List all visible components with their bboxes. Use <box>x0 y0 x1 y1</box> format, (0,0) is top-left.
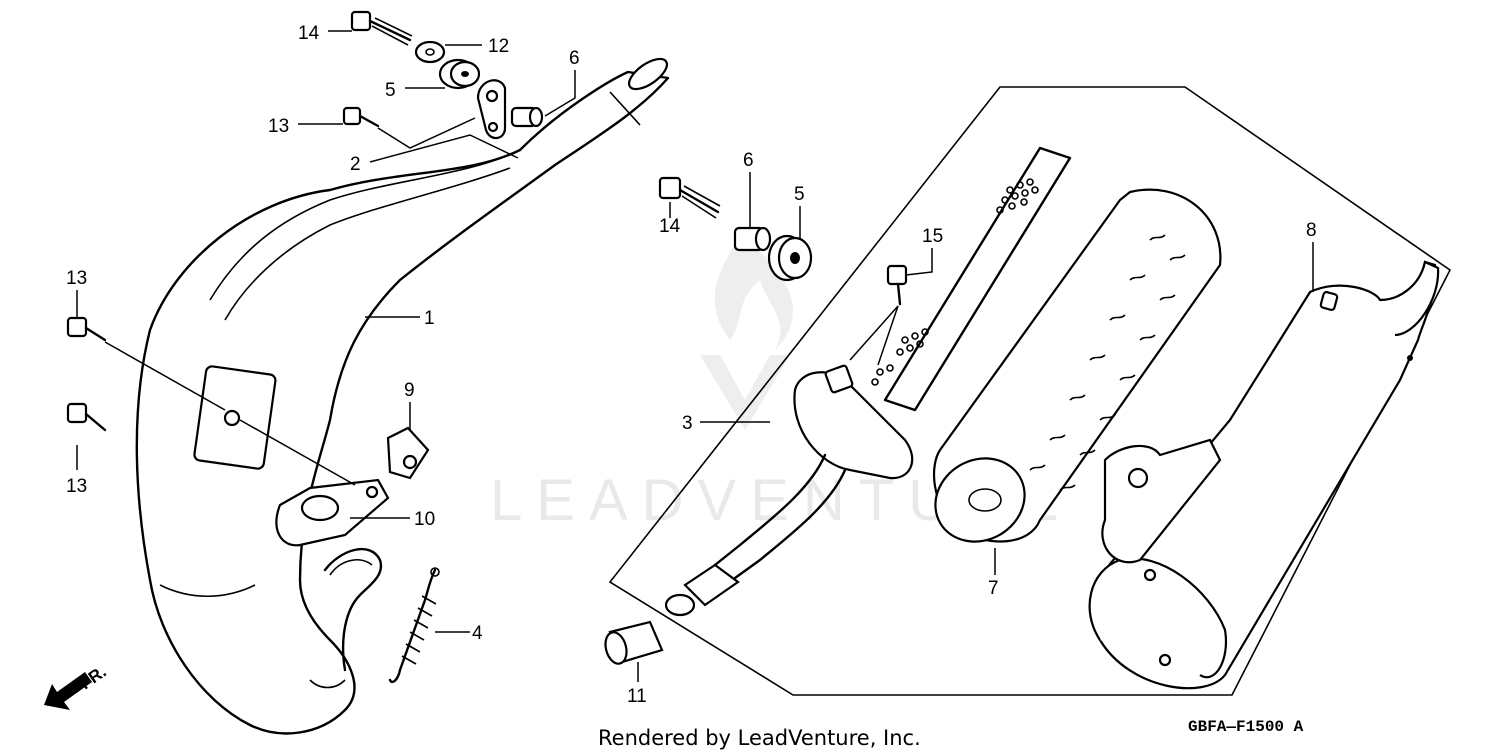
flange-bolt-top <box>350 10 413 46</box>
callout-14: 14 <box>298 23 320 44</box>
collar-right <box>733 226 772 252</box>
callout-6: 6 <box>569 48 580 69</box>
mounting-bracket <box>275 478 390 547</box>
collar-top <box>510 106 544 128</box>
silencer-packing <box>932 188 1222 543</box>
inner-pipe <box>664 146 1072 617</box>
callout-10: 10 <box>414 509 435 530</box>
callout-4: 4 <box>472 623 483 644</box>
exhaust-stay-plate <box>476 79 507 140</box>
bolt-13-top <box>342 106 380 128</box>
callout-11: 11 <box>627 686 647 707</box>
callout-9: 9 <box>404 380 415 401</box>
rubber-grommet-right <box>767 234 813 282</box>
callout-2: 2 <box>350 154 361 175</box>
silencer-bolt <box>658 176 721 219</box>
exhaust-pipe <box>135 57 670 735</box>
small-screw <box>886 264 908 306</box>
rubber-grommet-top <box>438 58 481 90</box>
callout-7: 7 <box>988 578 999 599</box>
callout-15: 15 <box>922 226 943 247</box>
front-direction-arrow-icon: FR. <box>44 662 110 710</box>
callout-5: 5 <box>385 80 396 101</box>
callout-13: 13 <box>66 476 87 497</box>
leader-lines <box>76 30 1314 682</box>
bolt-13-low <box>66 402 107 432</box>
bolt-13-mid <box>66 316 107 342</box>
callout-1: 1 <box>424 308 435 329</box>
callout-8: 8 <box>1306 220 1317 241</box>
callout-14: 14 <box>659 216 681 237</box>
rubber-mount <box>386 426 430 480</box>
callout-13: 13 <box>268 116 289 137</box>
muffler-assembly-boundary <box>608 86 1452 696</box>
callout-3: 3 <box>682 413 693 434</box>
washer-icon <box>414 40 446 64</box>
callouts: 14 12 5 6 13 2 1 13 13 9 10 4 6 5 14 15 … <box>66 23 1317 707</box>
callout-12: 12 <box>488 36 509 57</box>
callout-5: 5 <box>794 184 805 205</box>
diagram-code: GBFA—F1500 A <box>1188 718 1304 736</box>
silencer-body <box>1088 260 1440 690</box>
callout-13: 13 <box>66 268 87 289</box>
end-collar <box>604 620 664 665</box>
callout-6: 6 <box>743 150 754 171</box>
exhaust-spring <box>388 567 440 684</box>
credit-text: Rendered by LeadVenture, Inc. <box>598 726 921 750</box>
